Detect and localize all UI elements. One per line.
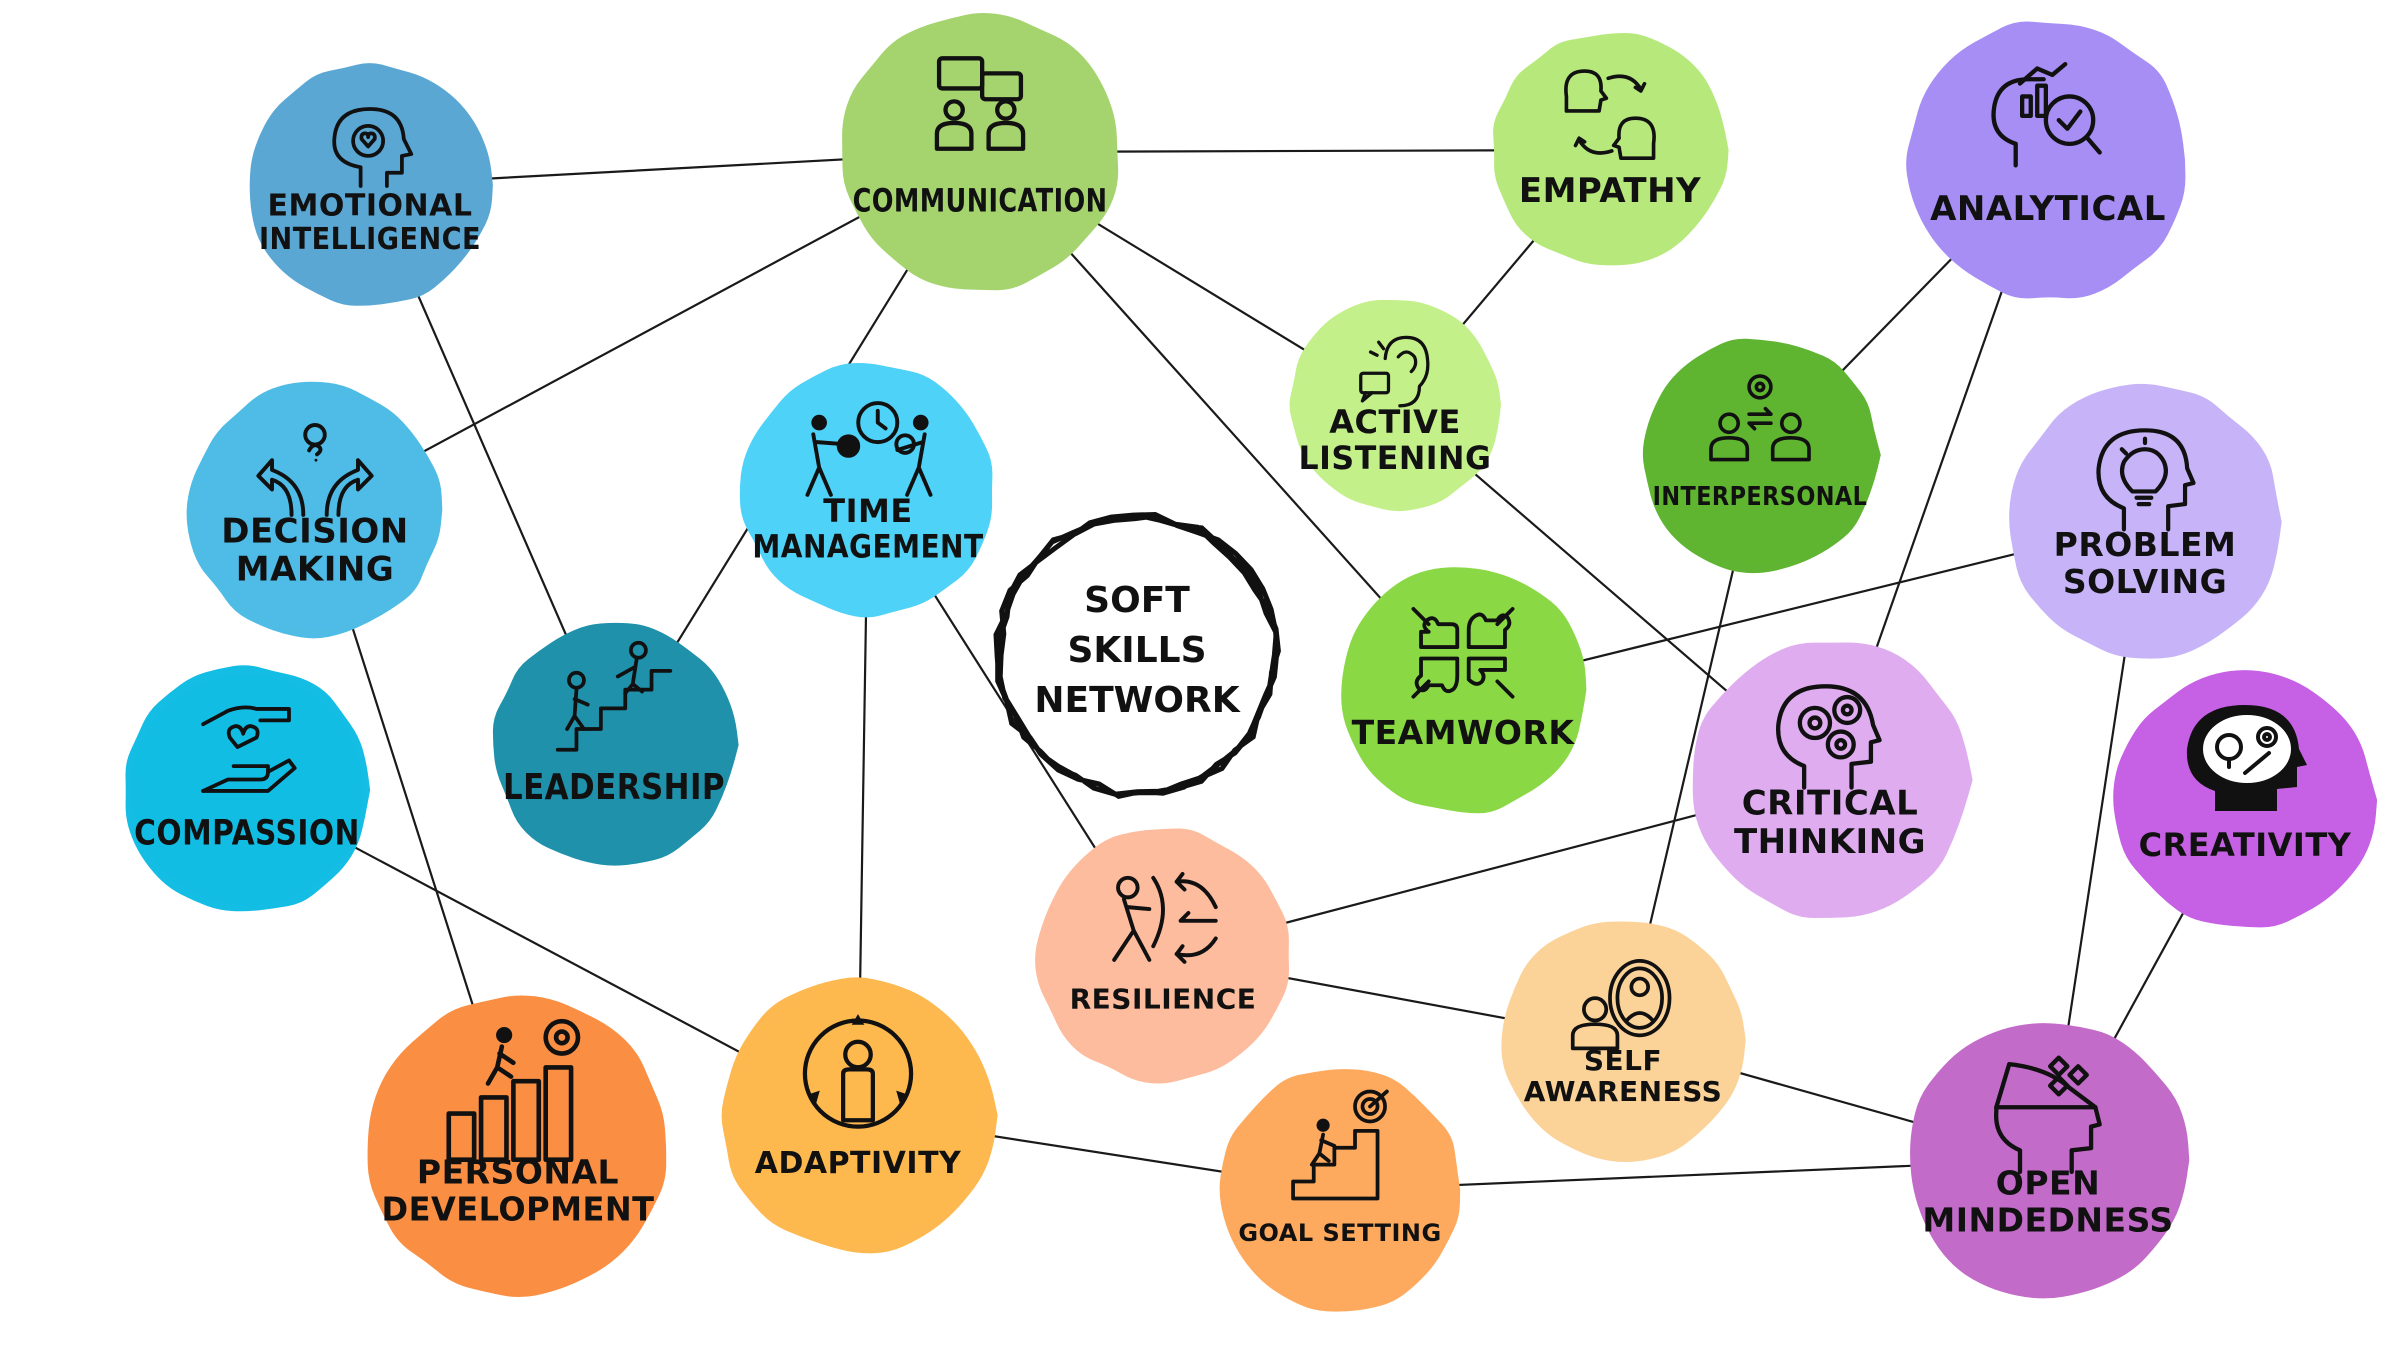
node-open-label-1: OPEN bbox=[1996, 1164, 2100, 1203]
node-decision-inner bbox=[196, 391, 434, 629]
people-clock-gears-icon bbox=[805, 401, 933, 497]
node-goal-label-1: GOAL SETTING bbox=[1238, 1219, 1441, 1247]
node-teamwork-label-1: TEAMWORK bbox=[1352, 713, 1576, 752]
node-open-inner bbox=[1917, 1029, 2179, 1291]
node-problem-label-1: PROBLEM bbox=[2054, 525, 2237, 564]
node-interpersonal: INTERPERSONAL bbox=[1642, 338, 1881, 574]
node-teamwork-inner bbox=[1347, 574, 1579, 806]
node-emotional-label-2: INTELLIGENCE bbox=[259, 222, 481, 257]
node-compassion-label-1: COMPASSION bbox=[134, 814, 360, 854]
node-active-inner bbox=[1296, 306, 1494, 504]
node-interpersonal-inner bbox=[1650, 345, 1870, 565]
node-creativity: CREATIVITY bbox=[2113, 670, 2378, 928]
node-emotional-label-1: EMOTIONAL bbox=[268, 188, 473, 223]
ear-speech-icon bbox=[1359, 335, 1430, 408]
node-personal-label-2: DEVELOPMENT bbox=[382, 1189, 655, 1228]
hands-heart-icon bbox=[201, 705, 297, 793]
node-decision-label-1: DECISION bbox=[221, 511, 409, 551]
node-time-label-1: TIME bbox=[823, 492, 912, 530]
person-arrows-icon bbox=[256, 423, 374, 517]
node-communication-label-1: COMMUNICATION bbox=[853, 181, 1108, 219]
people-gear-exchange-icon bbox=[1709, 374, 1811, 462]
node-problem-label-2: SOLVING bbox=[2063, 562, 2227, 601]
node-communication: COMMUNICATION bbox=[842, 12, 1119, 291]
node-self-label-2: AWARENESS bbox=[1524, 1075, 1723, 1108]
people-stairs-icon bbox=[555, 640, 673, 752]
person-cycle-icon bbox=[802, 1014, 914, 1129]
node-communication-inner bbox=[849, 21, 1111, 283]
node-time-inner bbox=[749, 371, 987, 609]
center-title-line-1: SOFT bbox=[1084, 580, 1190, 621]
person-bars-gear-icon bbox=[446, 1018, 581, 1162]
heads-exchange-icon bbox=[1564, 69, 1656, 160]
node-time-label-2: MANAGEMENT bbox=[752, 528, 983, 566]
head-chart-magnifier-icon bbox=[1991, 61, 2102, 168]
node-creativity-label-1: CREATIVITY bbox=[2139, 826, 2352, 864]
node-adaptivity-label-1: ADAPTIVITY bbox=[755, 1146, 962, 1181]
node-interpersonal-label-1: INTERPERSONAL bbox=[1653, 482, 1868, 512]
head-gears-icon bbox=[1776, 684, 1882, 790]
person-stairs-target-icon bbox=[1291, 1089, 1389, 1201]
node-analytical: ANALYTICAL bbox=[1906, 21, 2186, 299]
node-open-label-2: MINDEDNESS bbox=[1922, 1201, 2173, 1240]
node-adaptivity: ADAPTIVITY bbox=[721, 977, 998, 1254]
hands-puzzle-icon bbox=[1411, 607, 1515, 699]
node-goal: GOAL SETTING bbox=[1219, 1069, 1461, 1312]
node-critical-inner bbox=[1699, 649, 1961, 911]
node-resilience: RESILIENCE bbox=[1035, 828, 1290, 1084]
center-title: SOFT SKILLS NETWORK bbox=[993, 511, 1281, 799]
node-self-label-1: SELF bbox=[1584, 1044, 1662, 1077]
node-resilience-inner bbox=[1044, 836, 1282, 1074]
node-leadership-label-1: LEADERSHIP bbox=[503, 767, 725, 808]
node-personal-label-1: PERSONAL bbox=[417, 1153, 619, 1192]
node-empathy-label-1: EMPATHY bbox=[1519, 171, 1701, 211]
node-teamwork: TEAMWORK bbox=[1341, 567, 1587, 814]
node-leadership: LEADERSHIP bbox=[492, 622, 739, 866]
node-active-label-2: LISTENING bbox=[1299, 439, 1492, 477]
head-brain-ideas-icon bbox=[2186, 705, 2307, 811]
node-resilience-label-1: RESILIENCE bbox=[1070, 983, 1257, 1016]
person-shield-arrows-icon bbox=[1112, 871, 1218, 964]
node-problem-inner bbox=[2017, 394, 2273, 650]
node-analytical-label-1: ANALYTICAL bbox=[1930, 189, 2166, 229]
node-empathy: EMPATHY bbox=[1493, 32, 1729, 266]
node-decision-label-2: MAKING bbox=[236, 549, 395, 589]
center-title-line-3: NETWORK bbox=[1034, 680, 1240, 721]
center-title-line-2: SKILLS bbox=[1067, 630, 1206, 671]
node-critical-label-2: THINKING bbox=[1734, 822, 1926, 862]
head-bulb-puzzle-icon bbox=[2096, 428, 2196, 532]
person-mirror-icon bbox=[1570, 959, 1672, 1051]
node-personal-inner bbox=[378, 1007, 658, 1287]
node-compassion: COMPASSION bbox=[125, 665, 371, 912]
node-emotional-inner bbox=[256, 71, 484, 299]
center-scribble-circle bbox=[993, 511, 1281, 799]
node-active-label-1: ACTIVE bbox=[1329, 403, 1461, 441]
node-analytical-inner bbox=[1917, 29, 2179, 291]
chat-people-icon bbox=[934, 56, 1026, 151]
node-goal-inner bbox=[1226, 1076, 1454, 1304]
node-self-inner bbox=[1510, 927, 1736, 1153]
node-critical-label-1: CRITICAL bbox=[1742, 784, 1919, 824]
head-open-icon bbox=[1994, 1055, 2102, 1175]
node-adaptivity-inner bbox=[729, 986, 987, 1244]
head-heart-gear-icon bbox=[332, 107, 414, 188]
node-leadership-inner bbox=[500, 631, 728, 859]
